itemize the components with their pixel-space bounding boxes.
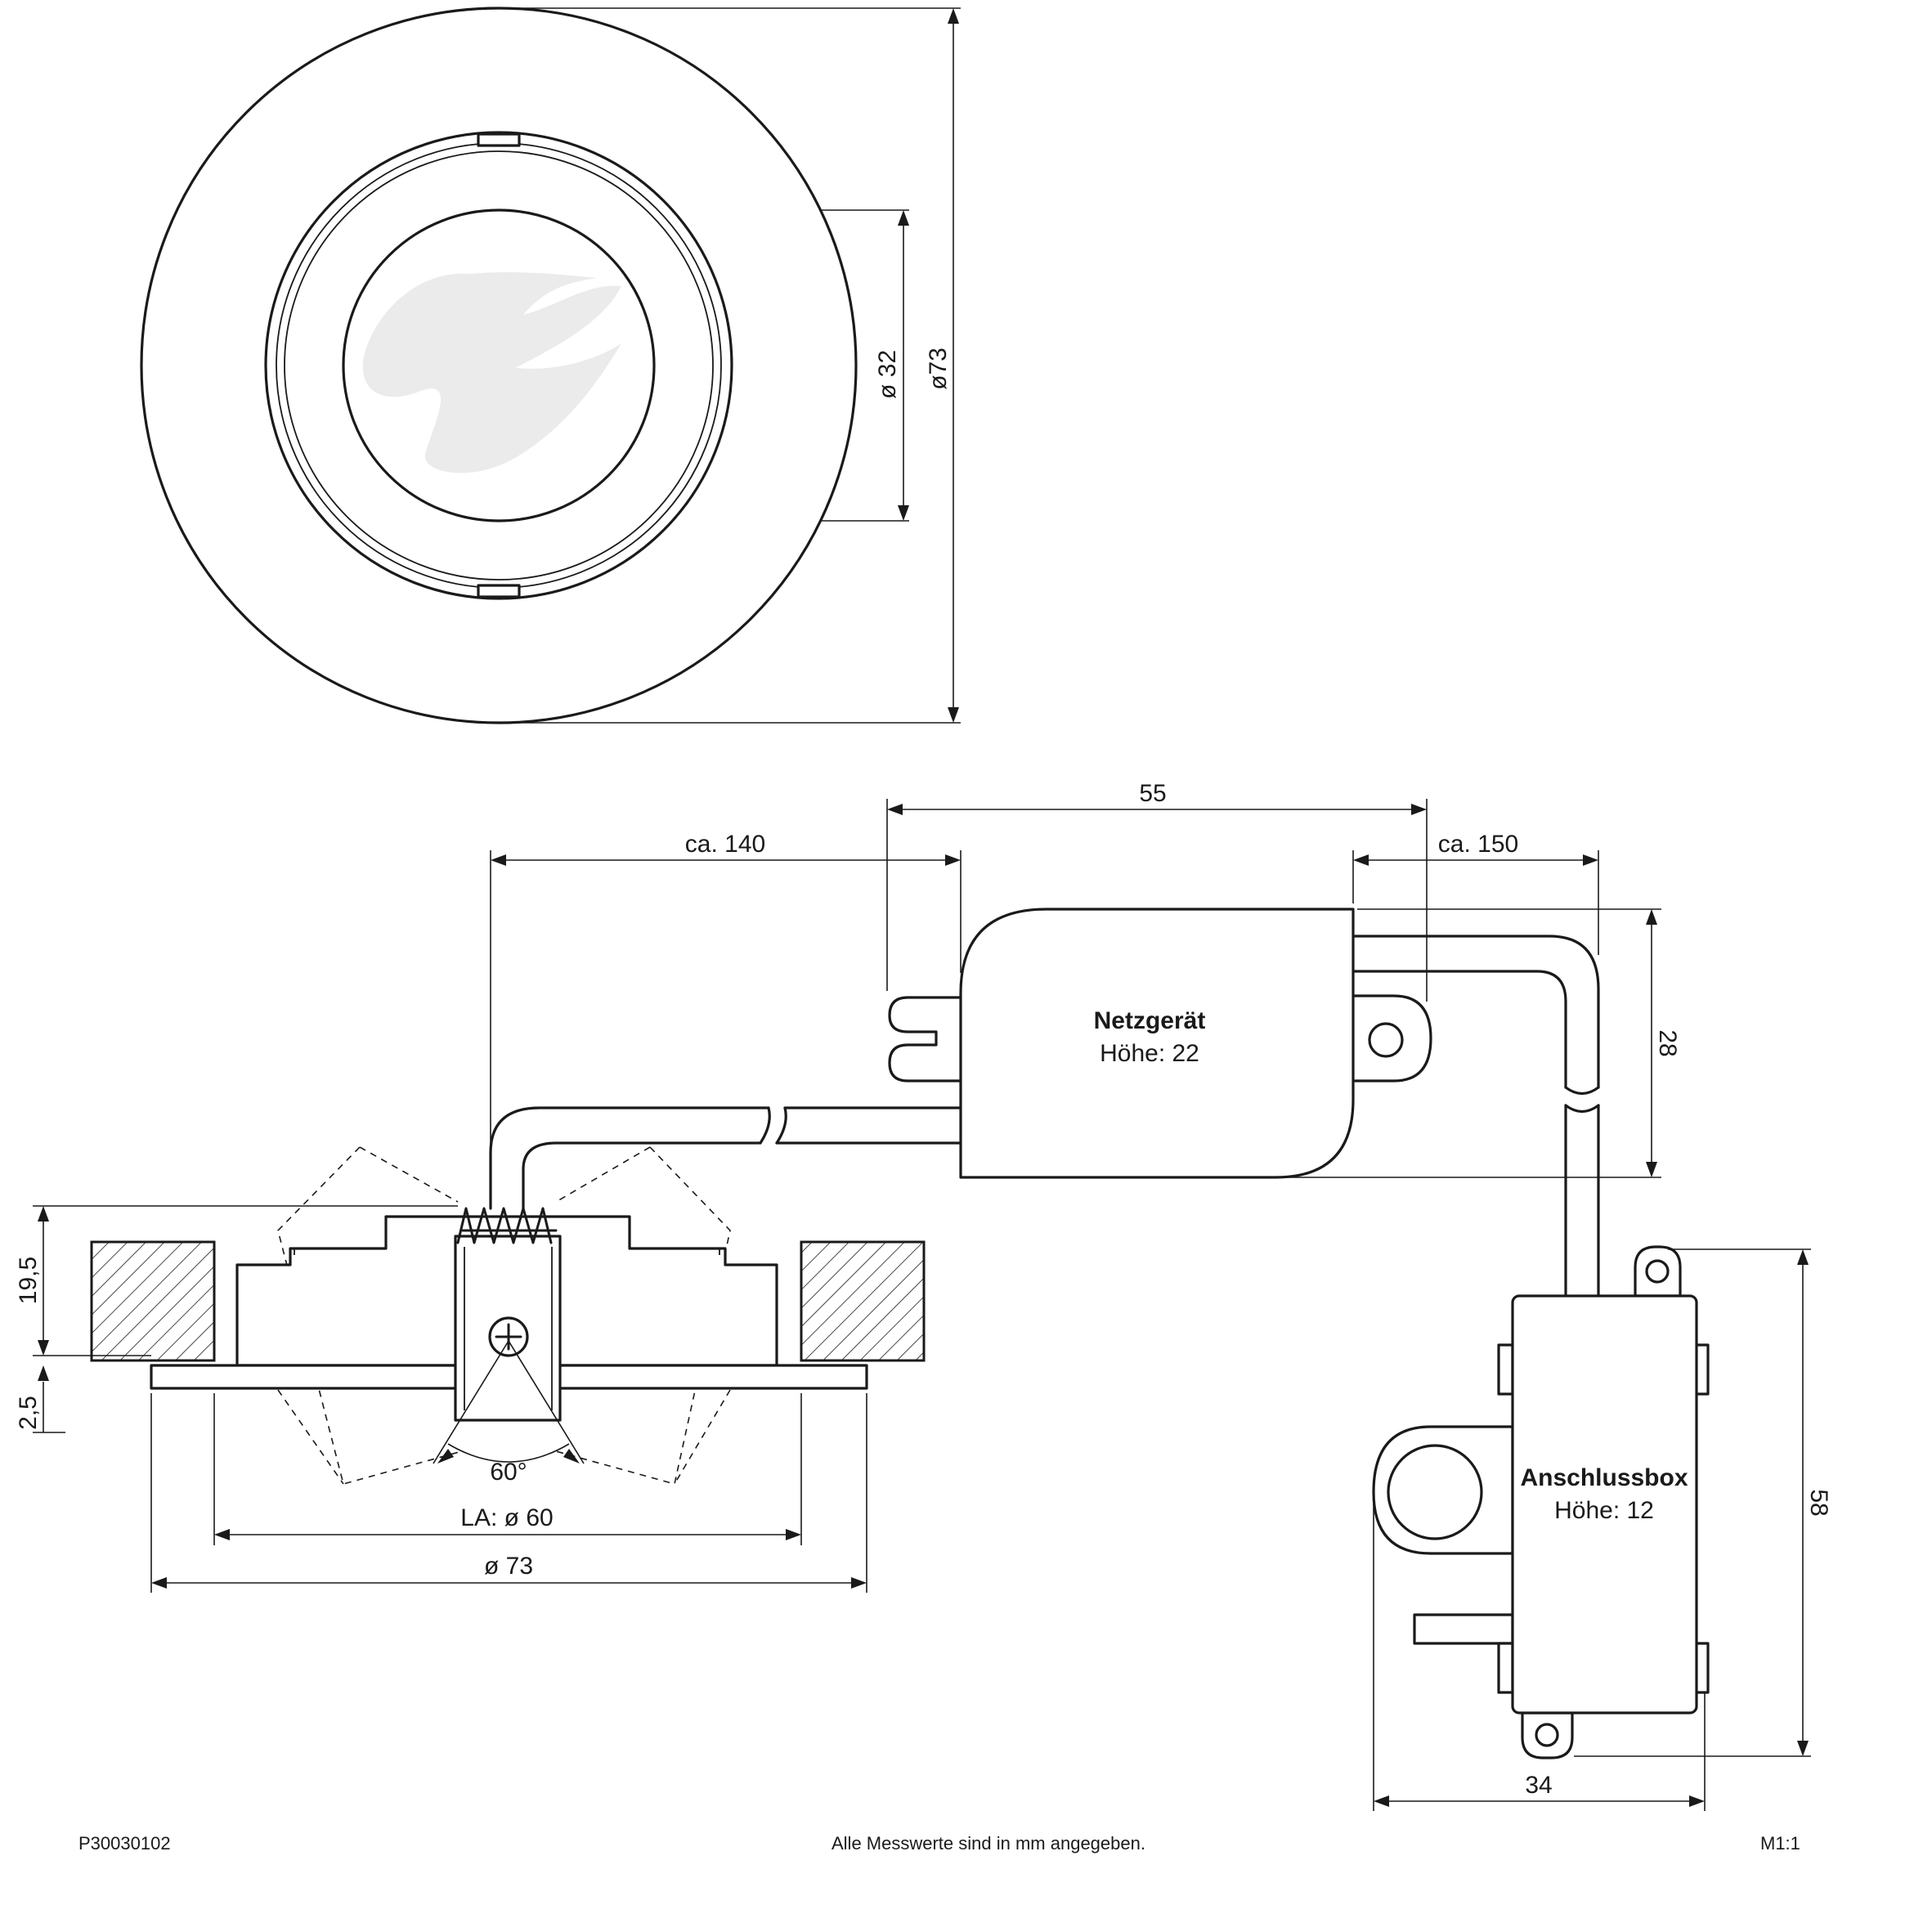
driver-body — [959, 908, 1355, 1179]
driver-mount-tab — [888, 996, 966, 1083]
dim-beam-angle: 60° — [490, 1459, 527, 1486]
bezel-ring-outer — [264, 131, 733, 600]
dim-box-height: 58 — [1805, 1489, 1832, 1516]
lens — [342, 208, 656, 522]
scale-label: M1:1 — [1760, 1833, 1800, 1854]
lens-reflection — [362, 271, 621, 473]
box-height: Höhe: 12 — [1554, 1497, 1654, 1524]
junction-box: Anschlussbox Höhe: 12 58 34 — [1372, 1245, 1832, 1811]
bezel-ring-inner — [284, 150, 714, 580]
top-view: ø 32 ø73 — [140, 7, 961, 724]
ceiling-right — [800, 1240, 926, 1362]
dim-housing-height: 19,5 — [15, 1257, 42, 1304]
driver-title: Netzgerät — [1094, 1007, 1206, 1034]
article-number: P30030102 — [78, 1833, 171, 1854]
dim-lens-diameter: ø 32 — [874, 350, 901, 399]
dim-rim-height: 2,5 — [15, 1396, 42, 1430]
strain-relief — [1413, 1613, 1514, 1645]
dim-side-outer-diameter: ø 73 — [484, 1553, 533, 1580]
dim-cable-in: ca. 140 — [685, 831, 765, 858]
cables — [489, 935, 1600, 1298]
dim-cable-out: ca. 150 — [1438, 831, 1518, 858]
dim-driver-length: 55 — [1139, 780, 1166, 807]
units-note: Alle Messwerte sind in mm angegeben. — [832, 1833, 1145, 1854]
dim-cutout: LA: ø 60 — [460, 1504, 553, 1531]
ceiling-left — [90, 1240, 216, 1362]
box-bottom-lug — [1521, 1711, 1574, 1759]
driver-lug — [1347, 994, 1432, 1083]
dim-driver-width: 28 — [1654, 1029, 1681, 1056]
box-title: Anschlussbox — [1520, 1464, 1688, 1491]
side-view: 60° 19,5 2,5 LA: ø 60 ø 73 — [15, 1146, 926, 1593]
box-top-lug — [1634, 1245, 1682, 1298]
driver-height: Höhe: 22 — [1100, 1040, 1199, 1067]
cable-clamp — [1372, 1425, 1514, 1555]
box-body — [1511, 1294, 1698, 1715]
top-notch — [477, 132, 521, 147]
spring-coil — [456, 1207, 558, 1244]
driver: Netzgerät Höhe: 22 ca. 140 55 ca. 150 28 — [490, 780, 1681, 1179]
dim-outer-diameter: ø73 — [925, 347, 952, 390]
dim-box-width: 34 — [1525, 1772, 1552, 1799]
bottom-notch — [477, 584, 521, 598]
